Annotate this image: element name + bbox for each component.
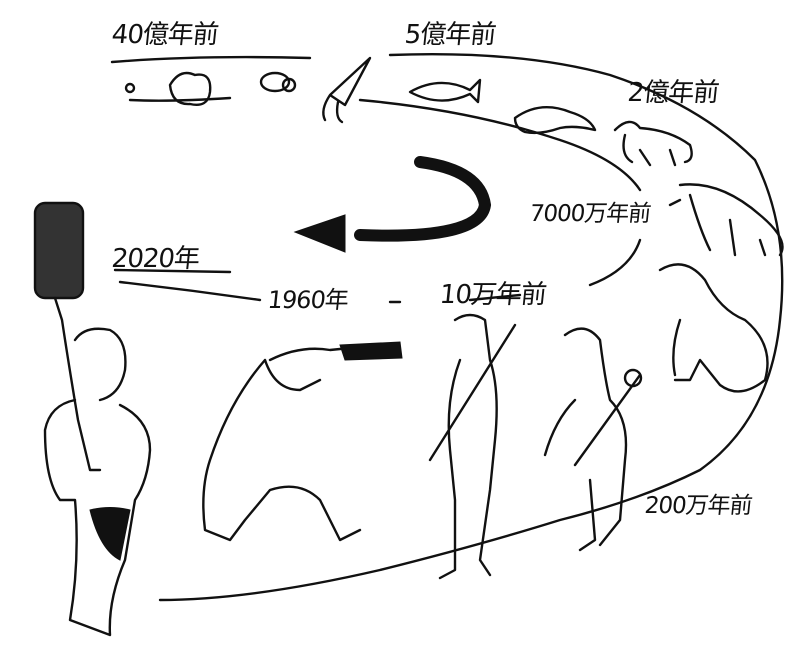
label-70-million-years-ago: 7000万年前 <box>528 201 652 227</box>
label-1960: 1960年 <box>266 286 350 314</box>
timeline-line-outer <box>110 53 784 602</box>
toothbrush-head-drawing <box>33 201 85 300</box>
cell-drawing <box>124 82 136 94</box>
ape-drawing <box>658 263 769 393</box>
label-2020: 2020年 <box>110 244 201 274</box>
microbe-drawing <box>259 71 291 93</box>
high-jumper-drawing <box>202 343 382 542</box>
hominid-drawing <box>543 327 642 552</box>
modern-man-drawing <box>43 327 152 637</box>
shell-creature-drawing <box>322 56 372 124</box>
label-200-million-years-ago: 2億年前 <box>626 78 720 108</box>
amphibian-drawing <box>513 106 597 135</box>
curved-arrow-drawing <box>354 156 492 242</box>
primitive-mammal-drawing <box>668 183 784 257</box>
label-2-million-years-ago: 200万年前 <box>643 493 753 519</box>
fish-drawing <box>408 78 482 104</box>
organism-drawing <box>168 71 212 106</box>
label-100-thousand-years-ago: 10万年前 <box>438 280 548 310</box>
early-human-drawing <box>428 313 517 580</box>
label-500-million-years-ago: 5億年前 <box>403 20 497 50</box>
arrow-head <box>293 214 346 253</box>
mammal-reptile-drawing <box>613 120 693 167</box>
label-4-billion-years-ago: 40億年前 <box>110 20 220 50</box>
